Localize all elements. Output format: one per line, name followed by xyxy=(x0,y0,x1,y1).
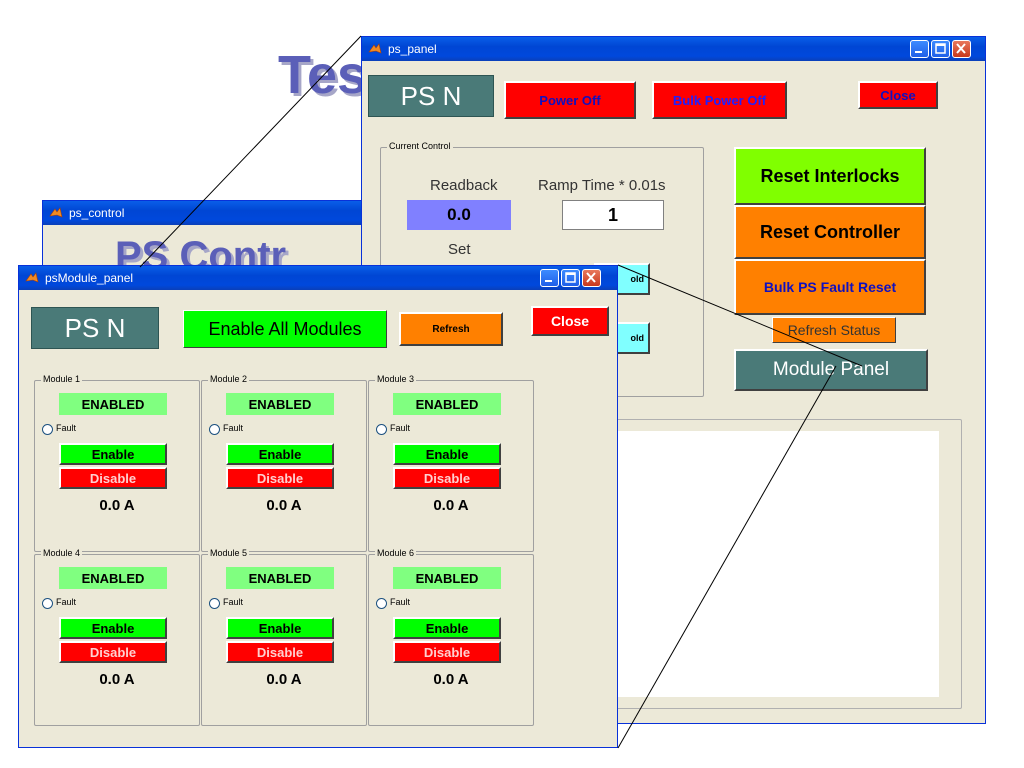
module-legend: Module 2 xyxy=(208,374,250,384)
module-disable-button[interactable]: Disable xyxy=(59,641,167,663)
module-legend: Module 5 xyxy=(208,548,250,558)
readback-label: Readback xyxy=(430,177,498,194)
slide-title: Tes xyxy=(278,45,368,105)
module-disable-button[interactable]: Disable xyxy=(59,467,167,489)
module-current: 0.0 A xyxy=(99,497,135,514)
ps-control-titlebar[interactable]: ps_control xyxy=(43,201,401,225)
output-area xyxy=(612,431,939,697)
fault-radio[interactable] xyxy=(209,598,220,609)
bulk-power-off-button[interactable]: Bulk Power Off xyxy=(652,81,787,119)
ramp-time-label: Ramp Time * 0.01s xyxy=(538,177,666,194)
minimize-button[interactable] xyxy=(910,40,929,58)
module-legend: Module 4 xyxy=(41,548,83,558)
module-legend: Module 3 xyxy=(375,374,417,384)
close-button[interactable]: Close xyxy=(858,81,938,109)
minimize-icon xyxy=(915,51,922,53)
set-label: Set xyxy=(448,241,471,258)
module-disable-button[interactable]: Disable xyxy=(226,467,334,489)
fault-radio[interactable] xyxy=(42,424,53,435)
readback-value: 0.0 xyxy=(407,200,511,230)
fault-label: Fault xyxy=(56,597,77,607)
fault-radio[interactable] xyxy=(376,424,387,435)
fault-label: Fault xyxy=(223,597,244,607)
window-title: psModule_panel xyxy=(45,271,134,285)
module-disable-button[interactable]: Disable xyxy=(393,641,501,663)
enable-all-modules-button[interactable]: Enable All Modules xyxy=(183,310,387,348)
module-status-badge: ENABLED xyxy=(393,393,501,415)
refresh-button[interactable]: Refresh xyxy=(399,312,503,346)
group-legend: Current Control xyxy=(387,141,453,151)
module-enable-button[interactable]: Enable xyxy=(226,443,334,465)
callout-line xyxy=(617,365,837,749)
psmodule-panel-window: psModule_panel PS N Enable All Modules R… xyxy=(18,265,618,748)
ps-label: PS N xyxy=(368,75,494,117)
module-disable-button[interactable]: Disable xyxy=(393,467,501,489)
ps-panel-titlebar[interactable]: ps_panel xyxy=(362,37,985,61)
fault-label: Fault xyxy=(390,597,411,607)
psmodule-panel-titlebar[interactable]: psModule_panel xyxy=(19,266,617,290)
module-panel-button[interactable]: Module Panel xyxy=(734,349,928,391)
module-legend: Module 6 xyxy=(375,548,417,558)
window-title: ps_control xyxy=(69,206,125,220)
callout-line xyxy=(617,264,863,367)
refresh-status-button[interactable]: Refresh Status xyxy=(772,317,896,343)
module-status-badge: ENABLED xyxy=(226,567,334,589)
module-enable-button[interactable]: Enable xyxy=(393,443,501,465)
maximize-button[interactable] xyxy=(561,269,580,287)
reset-interlocks-button[interactable]: Reset Interlocks xyxy=(734,147,926,205)
module-status-badge: ENABLED xyxy=(393,567,501,589)
module-disable-button[interactable]: Disable xyxy=(226,641,334,663)
fault-label: Fault xyxy=(390,423,411,433)
matlab-logo-icon xyxy=(368,43,382,54)
fault-label: Fault xyxy=(56,423,77,433)
module-current: 0.0 A xyxy=(433,497,469,514)
close-icon xyxy=(586,272,596,283)
module-enable-button[interactable]: Enable xyxy=(226,617,334,639)
maximize-icon xyxy=(935,43,946,54)
module-current: 0.0 A xyxy=(266,497,302,514)
close-window-button[interactable] xyxy=(582,269,601,287)
matlab-logo-icon xyxy=(49,207,63,218)
ramp-time-input[interactable]: 1 xyxy=(562,200,664,230)
close-button[interactable]: Close xyxy=(531,306,609,336)
maximize-icon xyxy=(565,272,576,283)
module-current: 0.0 A xyxy=(99,671,135,688)
fault-label: Fault xyxy=(223,423,244,433)
bulk-ps-fault-reset-button[interactable]: Bulk PS Fault Reset xyxy=(734,259,926,315)
module-status-badge: ENABLED xyxy=(59,567,167,589)
module-enable-button[interactable]: Enable xyxy=(59,617,167,639)
module-enable-button[interactable]: Enable xyxy=(393,617,501,639)
module-legend: Module 1 xyxy=(41,374,83,384)
matlab-logo-icon xyxy=(25,272,39,283)
minimize-button[interactable] xyxy=(540,269,559,287)
reset-controller-button[interactable]: Reset Controller xyxy=(734,205,926,259)
module-enable-button[interactable]: Enable xyxy=(59,443,167,465)
fault-radio[interactable] xyxy=(42,598,53,609)
window-title: ps_panel xyxy=(388,42,437,56)
minimize-icon xyxy=(545,280,552,282)
module-current: 0.0 A xyxy=(433,671,469,688)
module-status-badge: ENABLED xyxy=(226,393,334,415)
module-status-badge: ENABLED xyxy=(59,393,167,415)
maximize-button[interactable] xyxy=(931,40,950,58)
close-window-button[interactable] xyxy=(952,40,971,58)
module-current: 0.0 A xyxy=(266,671,302,688)
callout-line xyxy=(139,35,362,268)
close-icon xyxy=(956,43,966,54)
fault-radio[interactable] xyxy=(209,424,220,435)
fault-radio[interactable] xyxy=(376,598,387,609)
ps-label: PS N xyxy=(31,307,159,349)
power-off-button[interactable]: Power Off xyxy=(504,81,636,119)
